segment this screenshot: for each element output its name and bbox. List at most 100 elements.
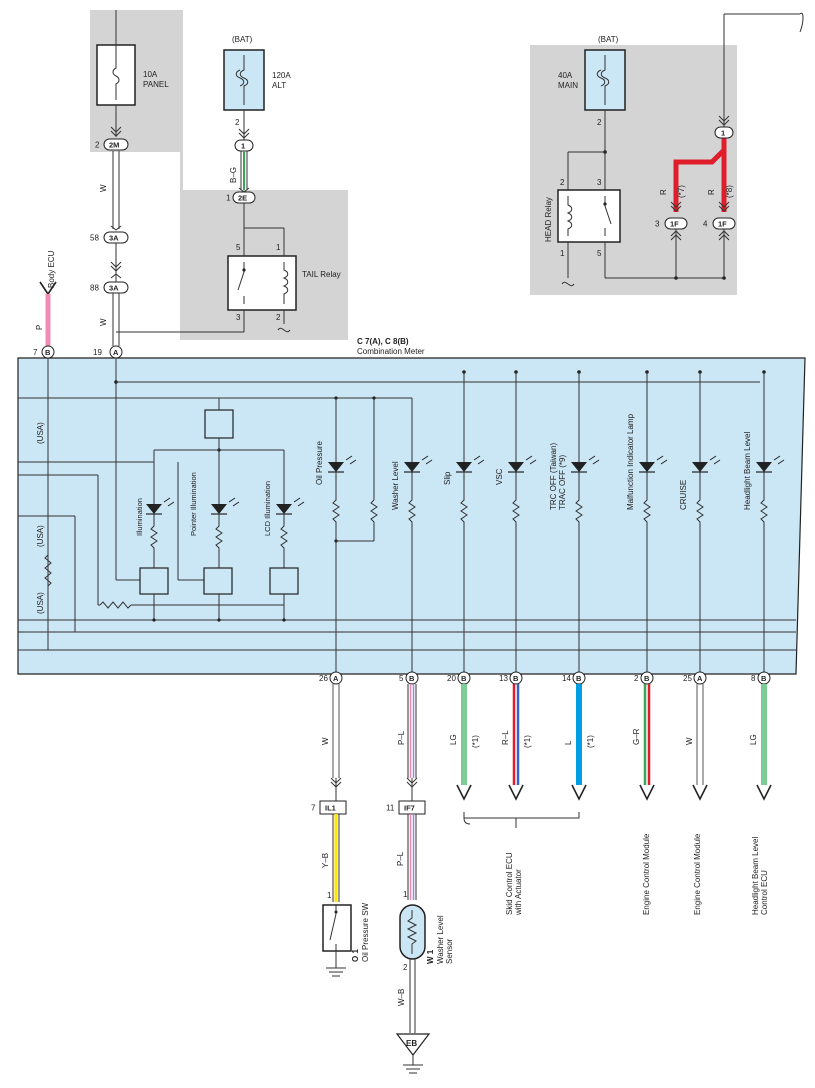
lamp-label-7: CRUISE: [679, 480, 688, 510]
svg-text:2E: 2E: [238, 194, 247, 203]
svg-text:1: 1: [327, 891, 332, 900]
fuse-main-name: MAIN: [558, 81, 578, 90]
wire-bottom-5: L(*1): [564, 684, 595, 801]
svg-text:5: 5: [236, 243, 241, 252]
svg-text:1: 1: [226, 194, 231, 203]
meter-title: C 7(A), C 8(B): [357, 337, 409, 346]
alt-source: (BAT): [232, 35, 253, 44]
svg-text:3A: 3A: [109, 284, 119, 293]
wire-bottom-3: LG (*1): [449, 684, 480, 801]
pin-20-b: B20: [447, 671, 471, 685]
svg-text:1: 1: [721, 129, 725, 138]
fuse-alt-rating: 120A: [272, 71, 291, 80]
svg-text:R–L: R–L: [501, 730, 510, 745]
wire-bottom-4: R–L (*1): [501, 684, 532, 801]
svg-text:(USA): (USA): [36, 422, 45, 444]
conn-3a-bottom: [103, 281, 129, 294]
svg-text:26: 26: [319, 674, 328, 683]
body-ecu-label: Body ECU: [47, 250, 56, 288]
svg-text:11: 11: [386, 804, 395, 813]
wire-bottom-7: W: [685, 684, 708, 801]
svg-text:Engine Control Module: Engine Control Module: [693, 833, 702, 915]
svg-text:Illumination: Illumination: [135, 498, 144, 536]
svg-text:B: B: [409, 674, 415, 683]
svg-text:5: 5: [597, 249, 602, 258]
meter-ic-pointer: [203, 567, 233, 595]
svg-text:2: 2: [597, 118, 602, 127]
conn-2m-arrow: [110, 126, 122, 137]
svg-text:B: B: [513, 674, 519, 683]
lamp-label-4: VSC: [495, 468, 504, 485]
svg-text:1: 1: [403, 890, 408, 899]
svg-text:P–L: P–L: [397, 730, 406, 745]
svg-text:1F: 1F: [718, 220, 727, 229]
svg-text:IL1: IL1: [325, 804, 336, 813]
svg-text:A: A: [333, 674, 339, 683]
lamp-label-1: Oil Pressure: [315, 440, 324, 485]
svg-text:(USA): (USA): [36, 525, 45, 547]
pin-26-a: A 26: [319, 671, 343, 685]
svg-text:2: 2: [235, 118, 240, 127]
lamp-label-6: Malfunction Indicator Lamp: [626, 413, 635, 510]
svg-text:1: 1: [276, 243, 281, 252]
svg-text:A: A: [697, 674, 703, 683]
svg-text:(*1): (*1): [471, 735, 480, 748]
washer-sensor-name: Washer LevelSensor: [436, 915, 454, 964]
svg-text:LG: LG: [449, 734, 458, 745]
fuse-panel-symbol: [112, 50, 120, 100]
svg-text:3: 3: [655, 220, 660, 229]
wire-bottom-1: W: [321, 684, 340, 801]
led-3: [456, 455, 485, 473]
pin-8-b: B8: [751, 671, 771, 685]
svg-text:25: 25: [683, 674, 692, 683]
svg-text:1: 1: [241, 142, 245, 151]
bottom-pin-group: A26WB5P–LB20LG(*1)B13R–L(*1)B14L(*1)B2G–…: [319, 671, 772, 801]
svg-text:88: 88: [90, 284, 99, 293]
tail-relay: [227, 255, 297, 311]
svg-text:5: 5: [399, 674, 404, 683]
svg-text:(USA): (USA): [36, 592, 45, 614]
wire-bottom-8: LG: [749, 684, 772, 801]
svg-text:Engine Control Module: Engine Control Module: [642, 833, 651, 915]
wire-bottom-2: P–L: [397, 684, 417, 801]
fuse-alt-symbol: [235, 55, 249, 105]
svg-text:1F: 1F: [670, 220, 679, 229]
fuse-alt-name: ALT: [272, 81, 286, 90]
svg-text:P–L: P–L: [396, 851, 405, 866]
fuse-panel-rating: 10A: [143, 70, 158, 79]
pin-5-b: B5: [399, 671, 419, 685]
svg-text:R: R: [659, 189, 668, 195]
svg-text:2: 2: [95, 141, 100, 150]
svg-text:W–B: W–B: [397, 989, 406, 1006]
main-source: (BAT): [598, 35, 619, 44]
wire-panel2-color: W: [99, 318, 108, 326]
svg-text:14: 14: [562, 674, 571, 683]
svg-text:2: 2: [634, 674, 639, 683]
tail-relay-label: TAIL Relay: [302, 270, 341, 279]
svg-text:A: A: [113, 348, 119, 357]
head-relay: [557, 189, 621, 243]
svg-text:(*7): (*7): [677, 185, 686, 198]
svg-text:2: 2: [276, 313, 281, 322]
fuse-main-rating: 40A: [558, 71, 573, 80]
svg-text:8: 8: [751, 674, 756, 683]
svg-text:B: B: [45, 348, 51, 357]
svg-text:W: W: [685, 737, 694, 745]
lamp-label-5: TRC OFF (Taiwan)TRAC OFF (*9): [549, 443, 567, 510]
svg-text:G–R: G–R: [632, 728, 641, 745]
fuse-main-symbol: [596, 55, 610, 105]
lamp-label-3: Slip: [443, 471, 452, 485]
combination-meter-body: [17, 357, 806, 675]
ground-eb: [395, 1033, 431, 1056]
svg-text:B: B: [576, 674, 582, 683]
wire-bottom-6: G–R: [632, 684, 655, 801]
led-8: [756, 455, 785, 473]
svg-text:B: B: [644, 674, 650, 683]
conn-if7: [398, 800, 426, 815]
svg-text:Y–B: Y–B: [321, 853, 330, 868]
svg-text:4: 4: [703, 220, 708, 229]
svg-text:(*1): (*1): [523, 735, 532, 748]
svg-text:2: 2: [560, 178, 565, 187]
